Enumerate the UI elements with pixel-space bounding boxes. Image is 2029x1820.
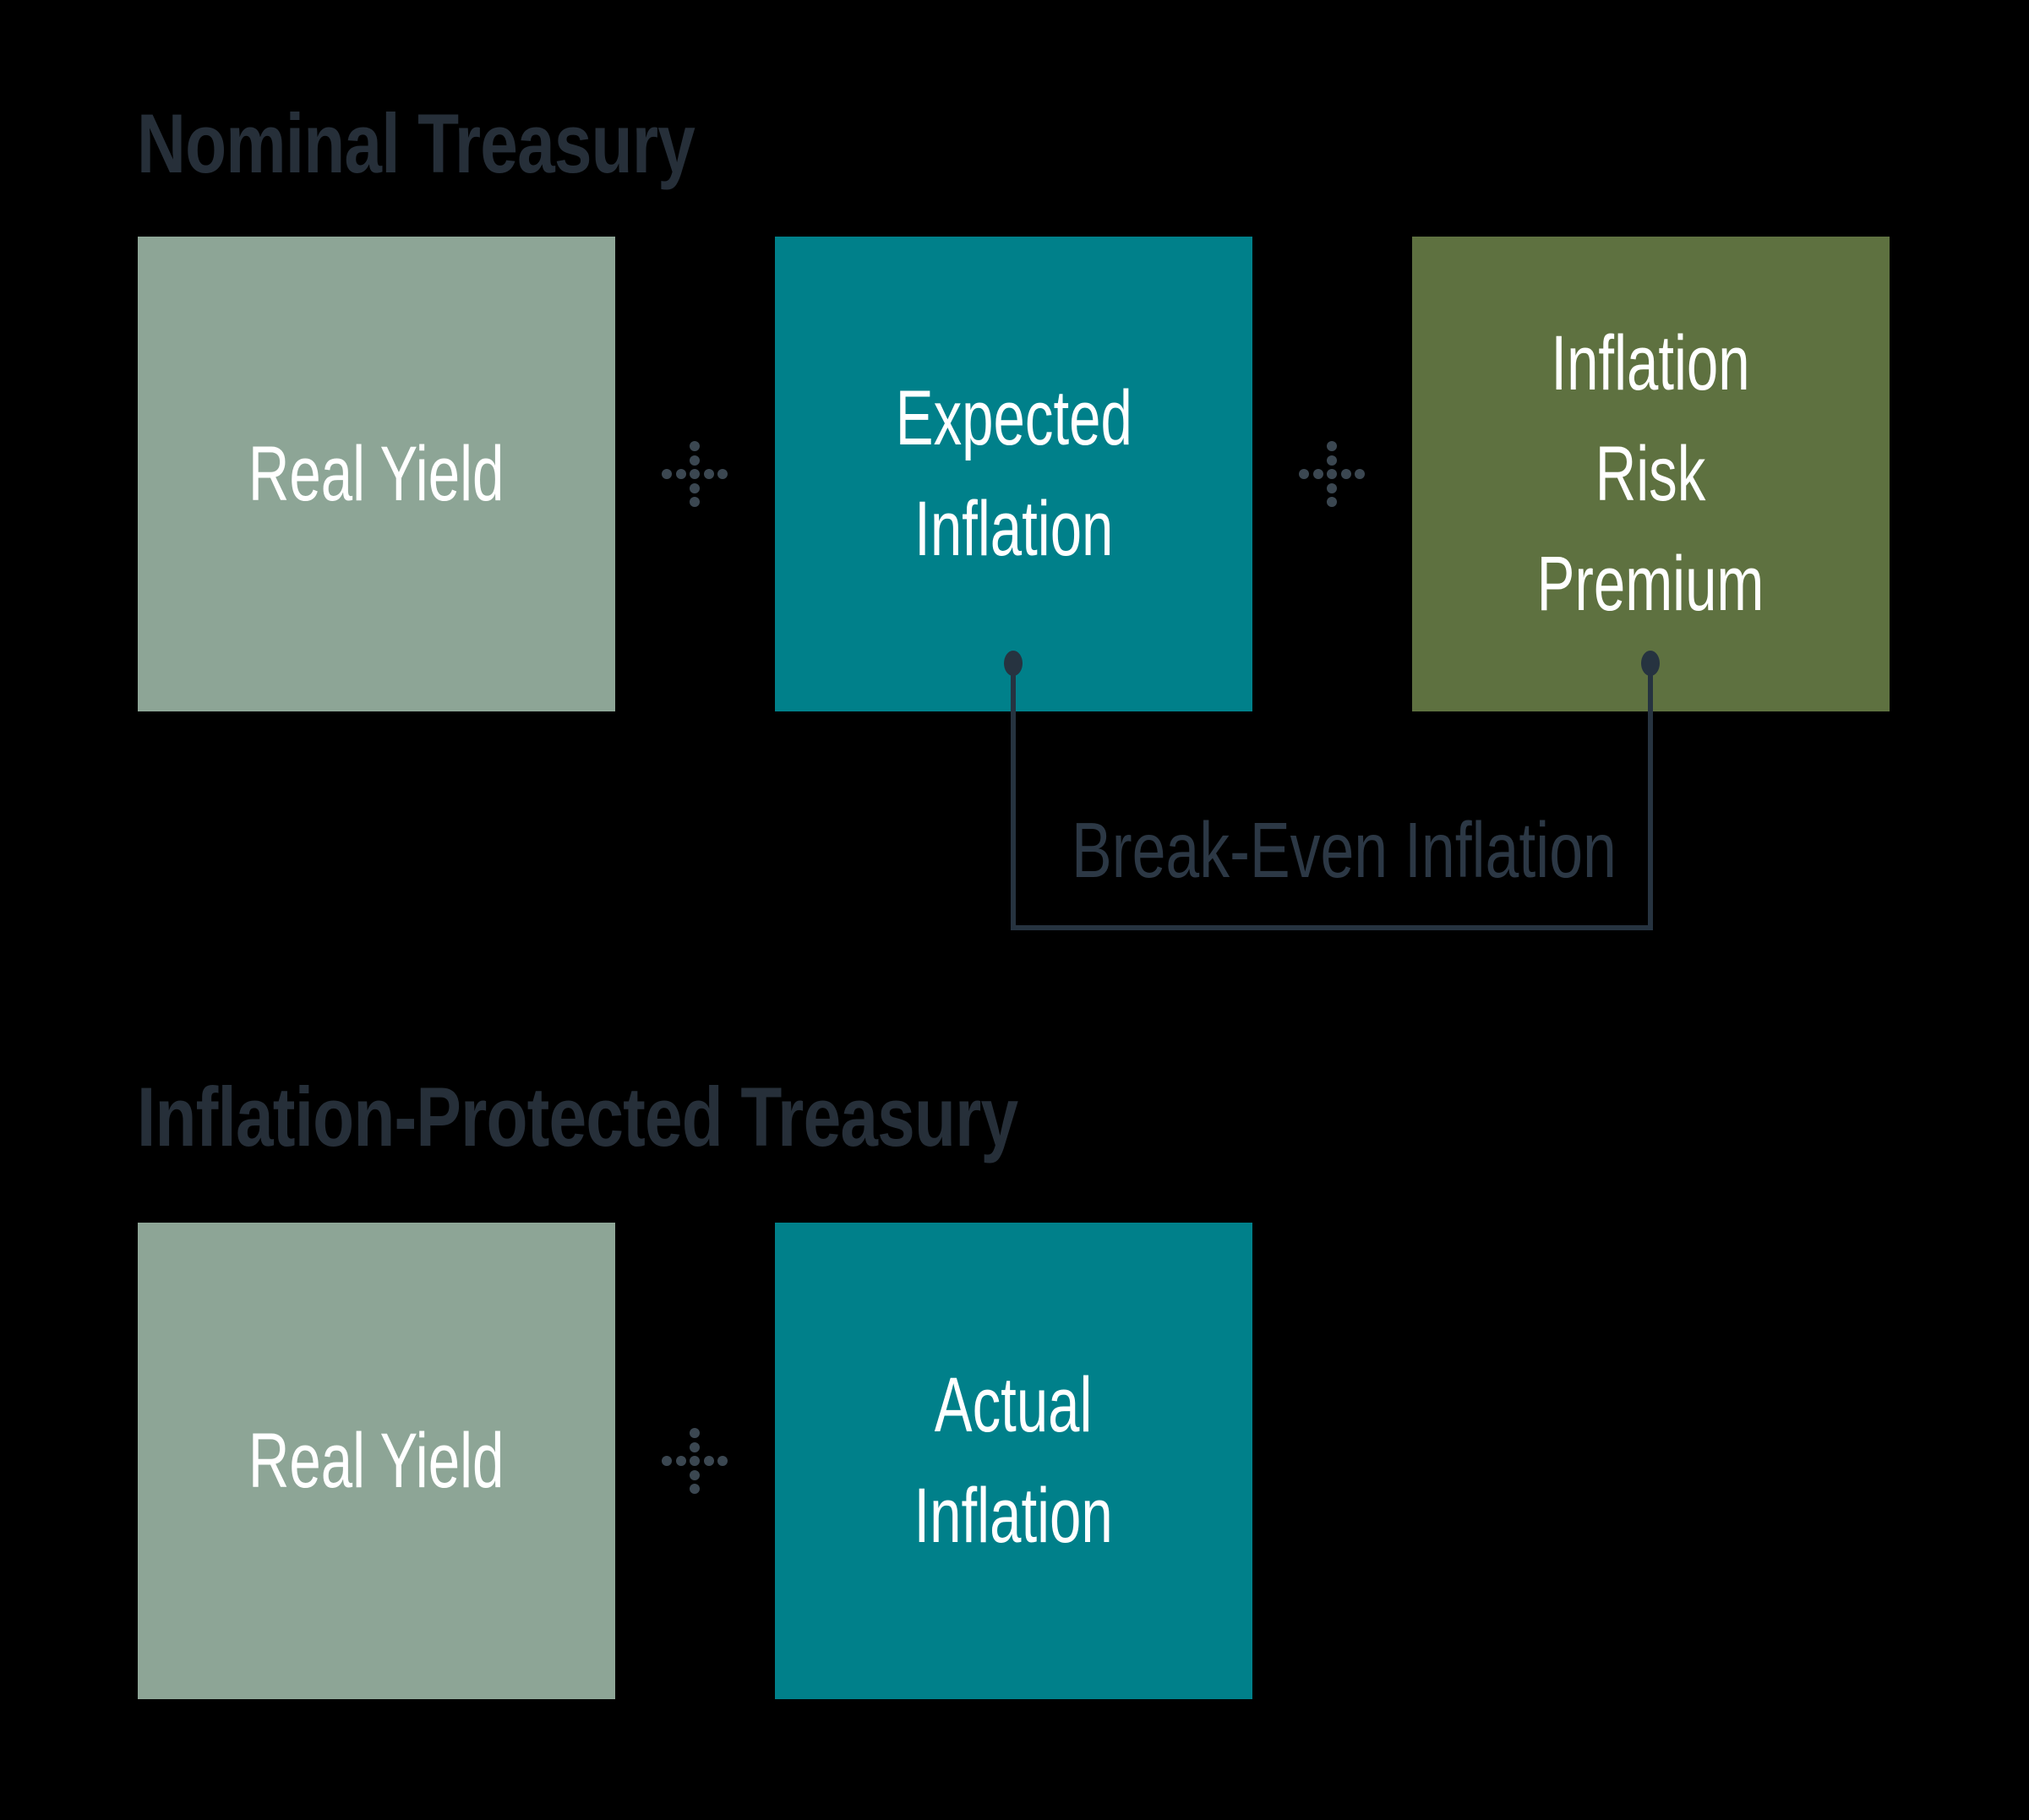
dotted-plus-icon [1299,441,1365,507]
box-label-line: Inflation [914,1473,1114,1559]
box-label: Real Yield [248,1406,504,1517]
box-label-line: Inflation [1551,320,1751,407]
connector-line-vertical [1011,663,1016,930]
box-label-line: Actual [935,1362,1093,1449]
dotted-plus-icon [662,441,728,507]
box-label-line: Inflation [914,486,1114,572]
section-heading-nominal-treasury: Nominal Treasury [137,96,695,190]
box-label: Real Yield [248,419,504,530]
bracket-label-break-even-inflation: Break-Even Inflation [1072,806,1617,894]
box-actual-inflation: Actual Inflation [775,1223,1252,1699]
box-label-line: Real Yield [248,430,505,517]
box-label-line: Premium [1537,541,1764,628]
connector-line-vertical [1648,663,1653,930]
connector-line-horizontal [1011,925,1653,930]
box-label: Expected Inflation [895,363,1132,584]
section-heading-inflation-protected-treasury: Inflation-Protected Treasury [137,1070,1018,1163]
box-label: Actual Inflation [914,1350,1113,1571]
box-real-yield: Real Yield [138,1223,615,1699]
box-label-line: Real Yield [248,1417,505,1504]
box-label: Inflation Risk Premium [1537,308,1764,640]
box-label-line: Risk [1595,430,1706,517]
box-real-yield: Real Yield [138,237,615,711]
dotted-plus-icon [662,1428,728,1494]
box-inflation-risk-premium: Inflation Risk Premium [1412,237,1890,711]
box-expected-inflation: Expected Inflation [775,237,1252,711]
box-label-line: Expected [895,375,1132,462]
